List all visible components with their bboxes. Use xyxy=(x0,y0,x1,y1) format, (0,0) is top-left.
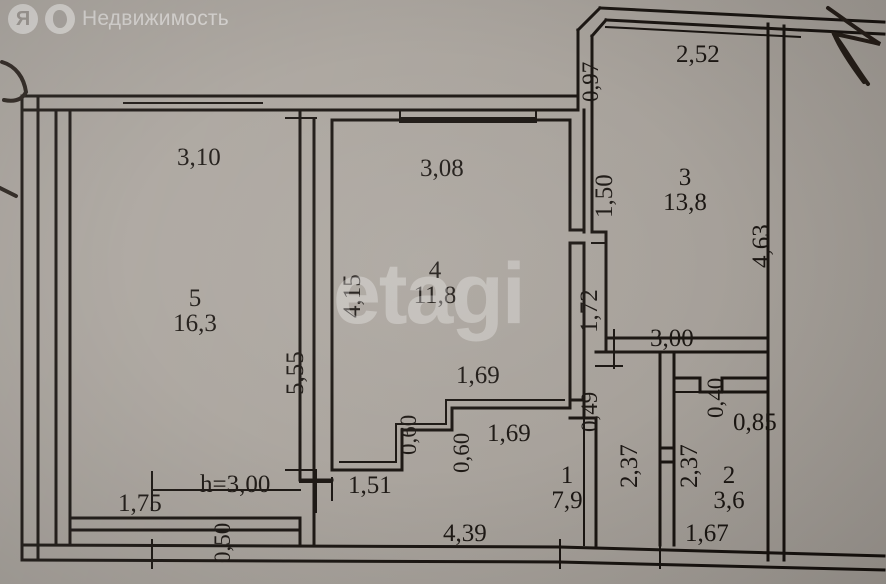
floor-plan-drawing xyxy=(0,5,886,572)
